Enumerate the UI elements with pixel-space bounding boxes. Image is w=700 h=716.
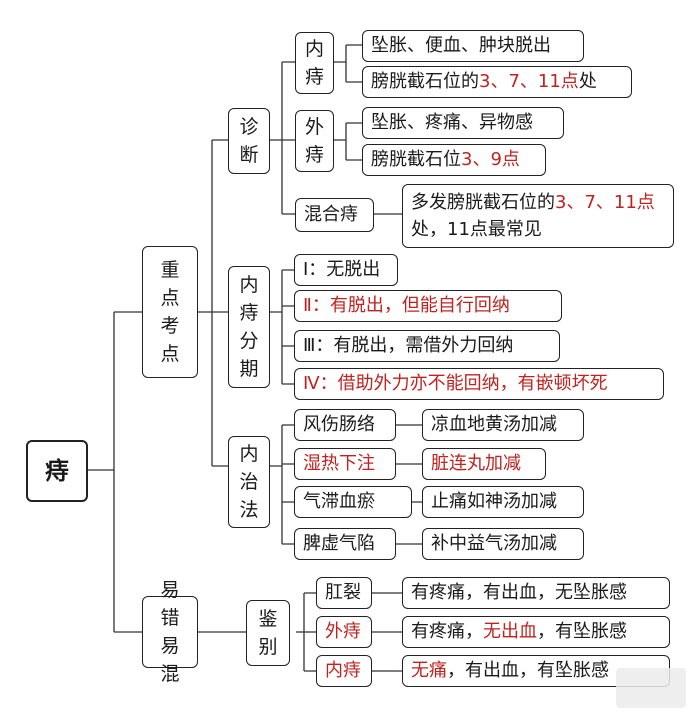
stage-2-box: Ⅱ：有脱出，但能自行回纳 [294, 290, 562, 322]
internal-symptoms-text: 坠胀、便血、肿块脱出 [371, 35, 551, 56]
formula-1-box: 凉血地黄汤加减 [422, 409, 584, 441]
key-points-char: 点 [160, 287, 180, 309]
internal-staging-char: 内 [239, 274, 259, 296]
formula-4-box: 补中益气汤加减 [422, 528, 584, 560]
diagnosis-external-node: 外痔 [295, 110, 334, 172]
key-points-node: 重点考点 [142, 246, 198, 378]
internal-position-suffix: 处 [578, 71, 597, 92]
external-symptoms: 坠胀、疼痛、异物感 [362, 107, 564, 139]
formula-1-text: 凉血地黄汤加减 [431, 414, 557, 435]
confusing-node: 易错易混 [142, 579, 198, 685]
differentiation-node: 鉴别 [246, 600, 290, 666]
confusing-char: 错 [160, 607, 180, 629]
internal-treatment-char: 内 [239, 443, 259, 465]
diff-2-desc-part-2: 无出血 [483, 621, 537, 642]
syndrome-3-text: 气滞血瘀 [303, 491, 375, 512]
syndrome-4-box: 脾虚气陷 [294, 528, 396, 560]
external-symptoms-text: 坠胀、疼痛、异物感 [371, 112, 533, 133]
internal-treatment-char: 治 [239, 471, 259, 493]
internal-position-prefix: 膀胱截石位的 [371, 71, 479, 92]
stage-4-box: Ⅳ：借助外力亦不能回纳，有嵌顿坏死 [294, 368, 664, 400]
diff-3-label: 内痔 [325, 660, 361, 681]
mixed-description: 多发膀胱截石位的3、7、11点处，11点最常见 [402, 184, 674, 248]
key-points-char: 考 [160, 315, 180, 337]
diff-1-label-box: 肛裂 [316, 577, 372, 609]
key-points-char: 重 [160, 259, 180, 281]
diagnosis-char: 断 [239, 144, 259, 166]
diff-1-label: 肛裂 [325, 582, 361, 603]
formula-2-text: 脏连丸加减 [431, 453, 521, 474]
diff-1-desc-part-1: 有疼痛，有出血，无坠胀感 [411, 582, 627, 603]
syndrome-1-box: 风伤肠络 [294, 409, 396, 441]
root-node: 痔 [26, 440, 88, 502]
internal-treatment-char: 法 [239, 499, 259, 521]
diff-2-label-box: 外痔 [316, 616, 372, 648]
formula-4-text: 补中益气汤加减 [431, 533, 557, 554]
external-position-prefix: 膀胱截石位 [371, 149, 461, 170]
internal-staging-char: 期 [239, 358, 259, 380]
diff-3-desc-part-1: 无痛 [411, 660, 447, 681]
key-points-char: 点 [160, 343, 180, 365]
stage-1-text: Ⅰ：无脱出 [303, 259, 381, 280]
internal-staging-char: 分 [239, 330, 259, 352]
root-label: 痔 [45, 457, 69, 485]
differentiation-char: 别 [258, 636, 278, 658]
formula-3-box: 止痛如神汤加减 [422, 486, 584, 518]
diagnosis-char: 诊 [239, 116, 259, 138]
stage-3-box: Ⅲ：有脱出，需借外力回纳 [294, 330, 560, 362]
syndrome-2-box: 湿热下注 [294, 448, 396, 480]
confusing-char: 混 [160, 663, 180, 685]
diff-2-desc-box: 有疼痛，无出血，有坠胀感 [402, 616, 670, 648]
diff-2-label: 外痔 [325, 621, 361, 642]
diagnosis-internal-char: 内 [304, 38, 324, 60]
mixed-desc-red: 3、7、11点 [555, 192, 655, 213]
diagnosis-internal-node: 内痔 [295, 32, 334, 94]
diagnosis-external-char: 痔 [304, 144, 324, 166]
diff-3-label-box: 内痔 [316, 655, 372, 687]
differentiation-char: 鉴 [258, 608, 278, 630]
diff-3-desc-part-2: ，有出血，有坠胀感 [447, 660, 609, 681]
stage-4-text: Ⅳ：借助外力亦不能回纳，有嵌顿坏死 [303, 373, 608, 394]
diff-2-desc-part-1: 有疼痛， [411, 621, 483, 642]
internal-symptoms: 坠胀、便血、肿块脱出 [362, 30, 584, 62]
syndrome-3-box: 气滞血瘀 [294, 486, 412, 518]
diagnosis-internal-char: 痔 [304, 66, 324, 88]
watermark-overlay [616, 668, 686, 708]
internal-staging-node: 内痔分期 [228, 266, 270, 388]
formula-3-text: 止痛如神汤加减 [431, 491, 557, 512]
syndrome-1-text: 风伤肠络 [303, 414, 375, 435]
internal-staging-char: 痔 [239, 302, 259, 324]
external-position-red: 3、9点 [461, 149, 520, 170]
diff-1-desc-box: 有疼痛，有出血，无坠胀感 [402, 577, 670, 609]
diagnosis-mixed-label: 混合痔 [304, 204, 358, 225]
stage-2-text: Ⅱ：有脱出，但能自行回纳 [303, 295, 510, 316]
internal-position-red: 3、7、11点 [479, 71, 579, 92]
formula-2-box: 脏连丸加减 [422, 448, 546, 480]
diagnosis-mixed-node: 混合痔 [295, 198, 374, 232]
confusing-char: 易 [160, 579, 180, 601]
stage-1-box: Ⅰ：无脱出 [294, 254, 398, 286]
internal-treatment-node: 内治法 [228, 436, 270, 528]
diagnosis-external-char: 外 [304, 116, 324, 138]
mixed-desc-suffix: 处，11点最常见 [411, 219, 542, 240]
confusing-char: 易 [160, 635, 180, 657]
diff-2-desc-part-3: ，有坠胀感 [537, 621, 627, 642]
syndrome-4-text: 脾虚气陷 [303, 533, 375, 554]
stage-3-text: Ⅲ：有脱出，需借外力回纳 [303, 335, 514, 356]
syndrome-2-text: 湿热下注 [303, 453, 375, 474]
mixed-desc-prefix: 多发膀胱截石位的 [411, 192, 555, 213]
diagnosis-node: 诊断 [228, 108, 270, 174]
